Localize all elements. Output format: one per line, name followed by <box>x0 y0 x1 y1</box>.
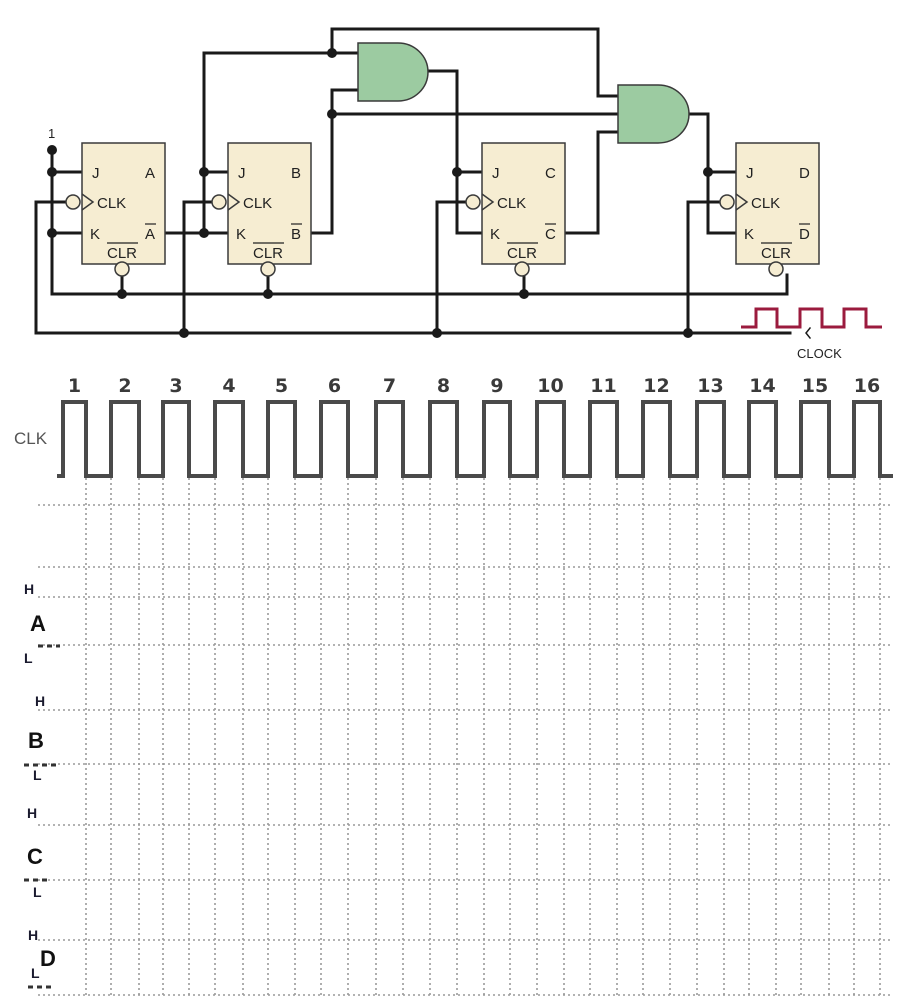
signal-row-b: H BL <box>24 693 58 783</box>
pin-q: B <box>291 165 301 182</box>
signal-name: C <box>27 844 43 869</box>
pin-clr: CLR <box>107 245 137 262</box>
flip-flop-d: J K CLK D D CLR <box>719 142 820 277</box>
pulse-number: 14 <box>749 375 775 397</box>
supply-label: 1 <box>48 126 55 141</box>
pulse-number: 9 <box>490 375 503 397</box>
high-level-label: H <box>28 927 38 943</box>
pulse-number: 11 <box>590 375 616 397</box>
pin-j: J <box>238 165 246 182</box>
pulse-number: 3 <box>169 375 182 397</box>
pulse-number: 6 <box>328 375 341 397</box>
high-level-label: H <box>35 693 45 709</box>
low-level-label: L <box>33 767 42 783</box>
signal-row-a: HAL <box>24 581 60 666</box>
clr-invert-bubble-icon <box>114 261 130 277</box>
clock-invert-bubble-icon <box>65 194 81 210</box>
clock-input-arrow-icon <box>805 326 812 340</box>
counter-schematic: 1 JKCLKAACLRJKCLKBBCLRJKCLKCCCLRJKCLKDDC… <box>34 27 882 361</box>
flip-flop-body <box>481 142 566 265</box>
pulse-number: 10 <box>537 375 563 397</box>
pulse-number: 4 <box>222 375 235 397</box>
clock-label: CLOCK <box>797 346 842 361</box>
pin-clk: CLK <box>497 195 526 212</box>
pulse-number: 7 <box>383 375 396 397</box>
pulse-number: 15 <box>802 375 828 397</box>
pin-qbar: D <box>799 226 810 243</box>
clock-invert-bubble-icon <box>211 194 227 210</box>
pulse-number: 8 <box>437 375 450 397</box>
flip-flop-body <box>81 142 166 265</box>
signal-row-c: H CL <box>24 805 50 900</box>
pin-q: D <box>799 165 810 182</box>
pulse-number: 2 <box>118 375 131 397</box>
signal-name: D <box>40 946 56 971</box>
clk-waveform <box>57 400 893 478</box>
pin-j: J <box>492 165 500 182</box>
flip-flops: J K CLK A A CLR J K CLK B B CLR J K CLK C C CLR J K CLK D D CLR <box>65 142 820 277</box>
pulse-number: 13 <box>697 375 723 397</box>
pin-clk: CLK <box>243 195 272 212</box>
pin-qbar: A <box>145 226 155 243</box>
and-gate-2 <box>617 84 690 144</box>
clock-edge-triangle-icon <box>735 193 749 211</box>
clr-invert-bubble-icon <box>514 261 530 277</box>
clock-source-waveform <box>741 307 882 329</box>
pin-j: J <box>746 165 754 182</box>
pin-clk: CLK <box>97 195 126 212</box>
timing-grid <box>38 478 893 996</box>
wires <box>34 27 792 335</box>
pin-clr: CLR <box>253 245 283 262</box>
pin-k: K <box>90 226 100 243</box>
flip-flop-body <box>735 142 820 265</box>
low-level-label: L <box>24 650 33 666</box>
clock-edge-triangle-icon <box>227 193 241 211</box>
flip-flop-c: J K CLK C C CLR <box>465 142 566 277</box>
low-level-label: L <box>31 965 40 981</box>
pin-qbar: C <box>545 226 556 243</box>
junction-dots <box>47 48 713 338</box>
pulse-number: 16 <box>854 375 880 397</box>
clk-signal-label: CLK <box>14 429 48 448</box>
pin-q: A <box>145 165 155 182</box>
and-gate-1 <box>357 42 429 102</box>
pin-clk: CLK <box>751 195 780 212</box>
pin-k: K <box>744 226 754 243</box>
low-level-label: L <box>33 884 42 900</box>
signal-row-d: HDL <box>28 927 56 989</box>
pulse-number: 1 <box>68 375 81 397</box>
high-level-label: H <box>27 805 37 821</box>
pulse-number: 5 <box>275 375 288 397</box>
high-level-label: H <box>24 581 34 597</box>
pin-k: K <box>490 226 500 243</box>
pin-qbar: B <box>291 226 301 243</box>
flip-flop-a: J K CLK A A CLR <box>65 142 166 277</box>
pin-clr: CLR <box>761 245 791 262</box>
pulse-number: 12 <box>643 375 669 397</box>
signal-name: A <box>30 611 46 636</box>
clock-invert-bubble-icon <box>719 194 735 210</box>
clr-invert-bubble-icon <box>768 261 784 277</box>
pin-j: J <box>92 165 100 182</box>
pin-clr: CLR <box>507 245 537 262</box>
clock-edge-triangle-icon <box>481 193 495 211</box>
pin-k: K <box>236 226 246 243</box>
signal-name: B <box>28 728 44 753</box>
flip-flop-b: J K CLK B B CLR <box>211 142 312 277</box>
clock-invert-bubble-icon <box>465 194 481 210</box>
clr-invert-bubble-icon <box>260 261 276 277</box>
clock-edge-triangle-icon <box>81 193 95 211</box>
pin-q: C <box>545 165 556 182</box>
